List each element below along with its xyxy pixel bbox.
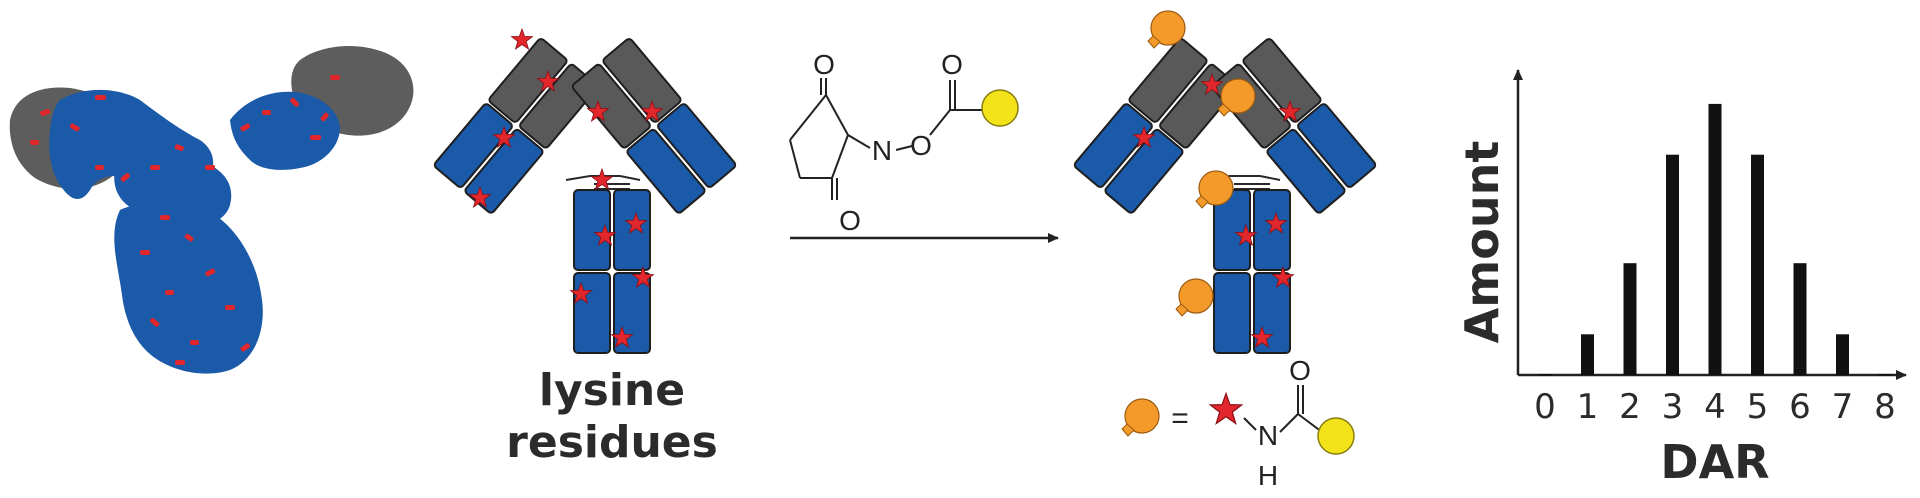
atom-o-bottom: O <box>839 205 861 236</box>
x-tick-label-8: 8 <box>1874 387 1896 427</box>
x-tick-label-7: 7 <box>1832 387 1854 427</box>
antibody-schematic-unconjugated <box>433 28 737 354</box>
bar-dar-4 <box>1708 103 1722 376</box>
y-axis-label: Amount <box>1455 141 1509 344</box>
conjugate-legend <box>1121 385 1355 455</box>
nhs-ester-reagent-structure <box>789 78 985 200</box>
reagent-yellow-payload <box>981 89 1019 127</box>
bar-dar-8 <box>1878 374 1892 376</box>
lysine-label-line1: lysine <box>539 365 685 416</box>
x-tick-label-1: 1 <box>1577 387 1599 427</box>
bar-dar-3 <box>1666 154 1679 375</box>
bar-dar-0 <box>1538 374 1552 376</box>
bar-dar-2 <box>1623 263 1637 375</box>
legend-yellow-payload <box>1317 417 1355 455</box>
x-tick-label-5: 5 <box>1747 387 1769 427</box>
legend-equals: = <box>1171 402 1189 435</box>
x-tick-label-6: 6 <box>1789 387 1811 427</box>
bar-dar-7 <box>1836 334 1849 375</box>
atom-o-top: O <box>813 49 835 80</box>
bar-dar-6 <box>1793 263 1807 375</box>
antibody-schematic-conjugated <box>1073 10 1377 354</box>
bar-dar-1 <box>1581 334 1594 375</box>
bar-group <box>1538 103 1892 376</box>
x-tick-label-0: 0 <box>1534 387 1556 427</box>
atom-o-carbonyl: O <box>941 49 963 80</box>
atom-o-amide: O <box>1289 355 1311 386</box>
atom-n: N <box>872 135 892 166</box>
atom-h-amide: H <box>1258 460 1278 491</box>
lysine-label-line2: residues <box>506 417 718 468</box>
atom-o-link: O <box>910 130 932 161</box>
x-axis-label: DAR <box>1660 435 1769 489</box>
x-tick-label-4: 4 <box>1704 387 1726 427</box>
atom-n-amide: N <box>1258 420 1278 451</box>
bar-dar-5 <box>1751 154 1764 375</box>
x-tick-label-2: 2 <box>1619 387 1641 427</box>
x-tick-label-3: 3 <box>1662 387 1684 427</box>
antibody-surface-model <box>9 45 414 374</box>
